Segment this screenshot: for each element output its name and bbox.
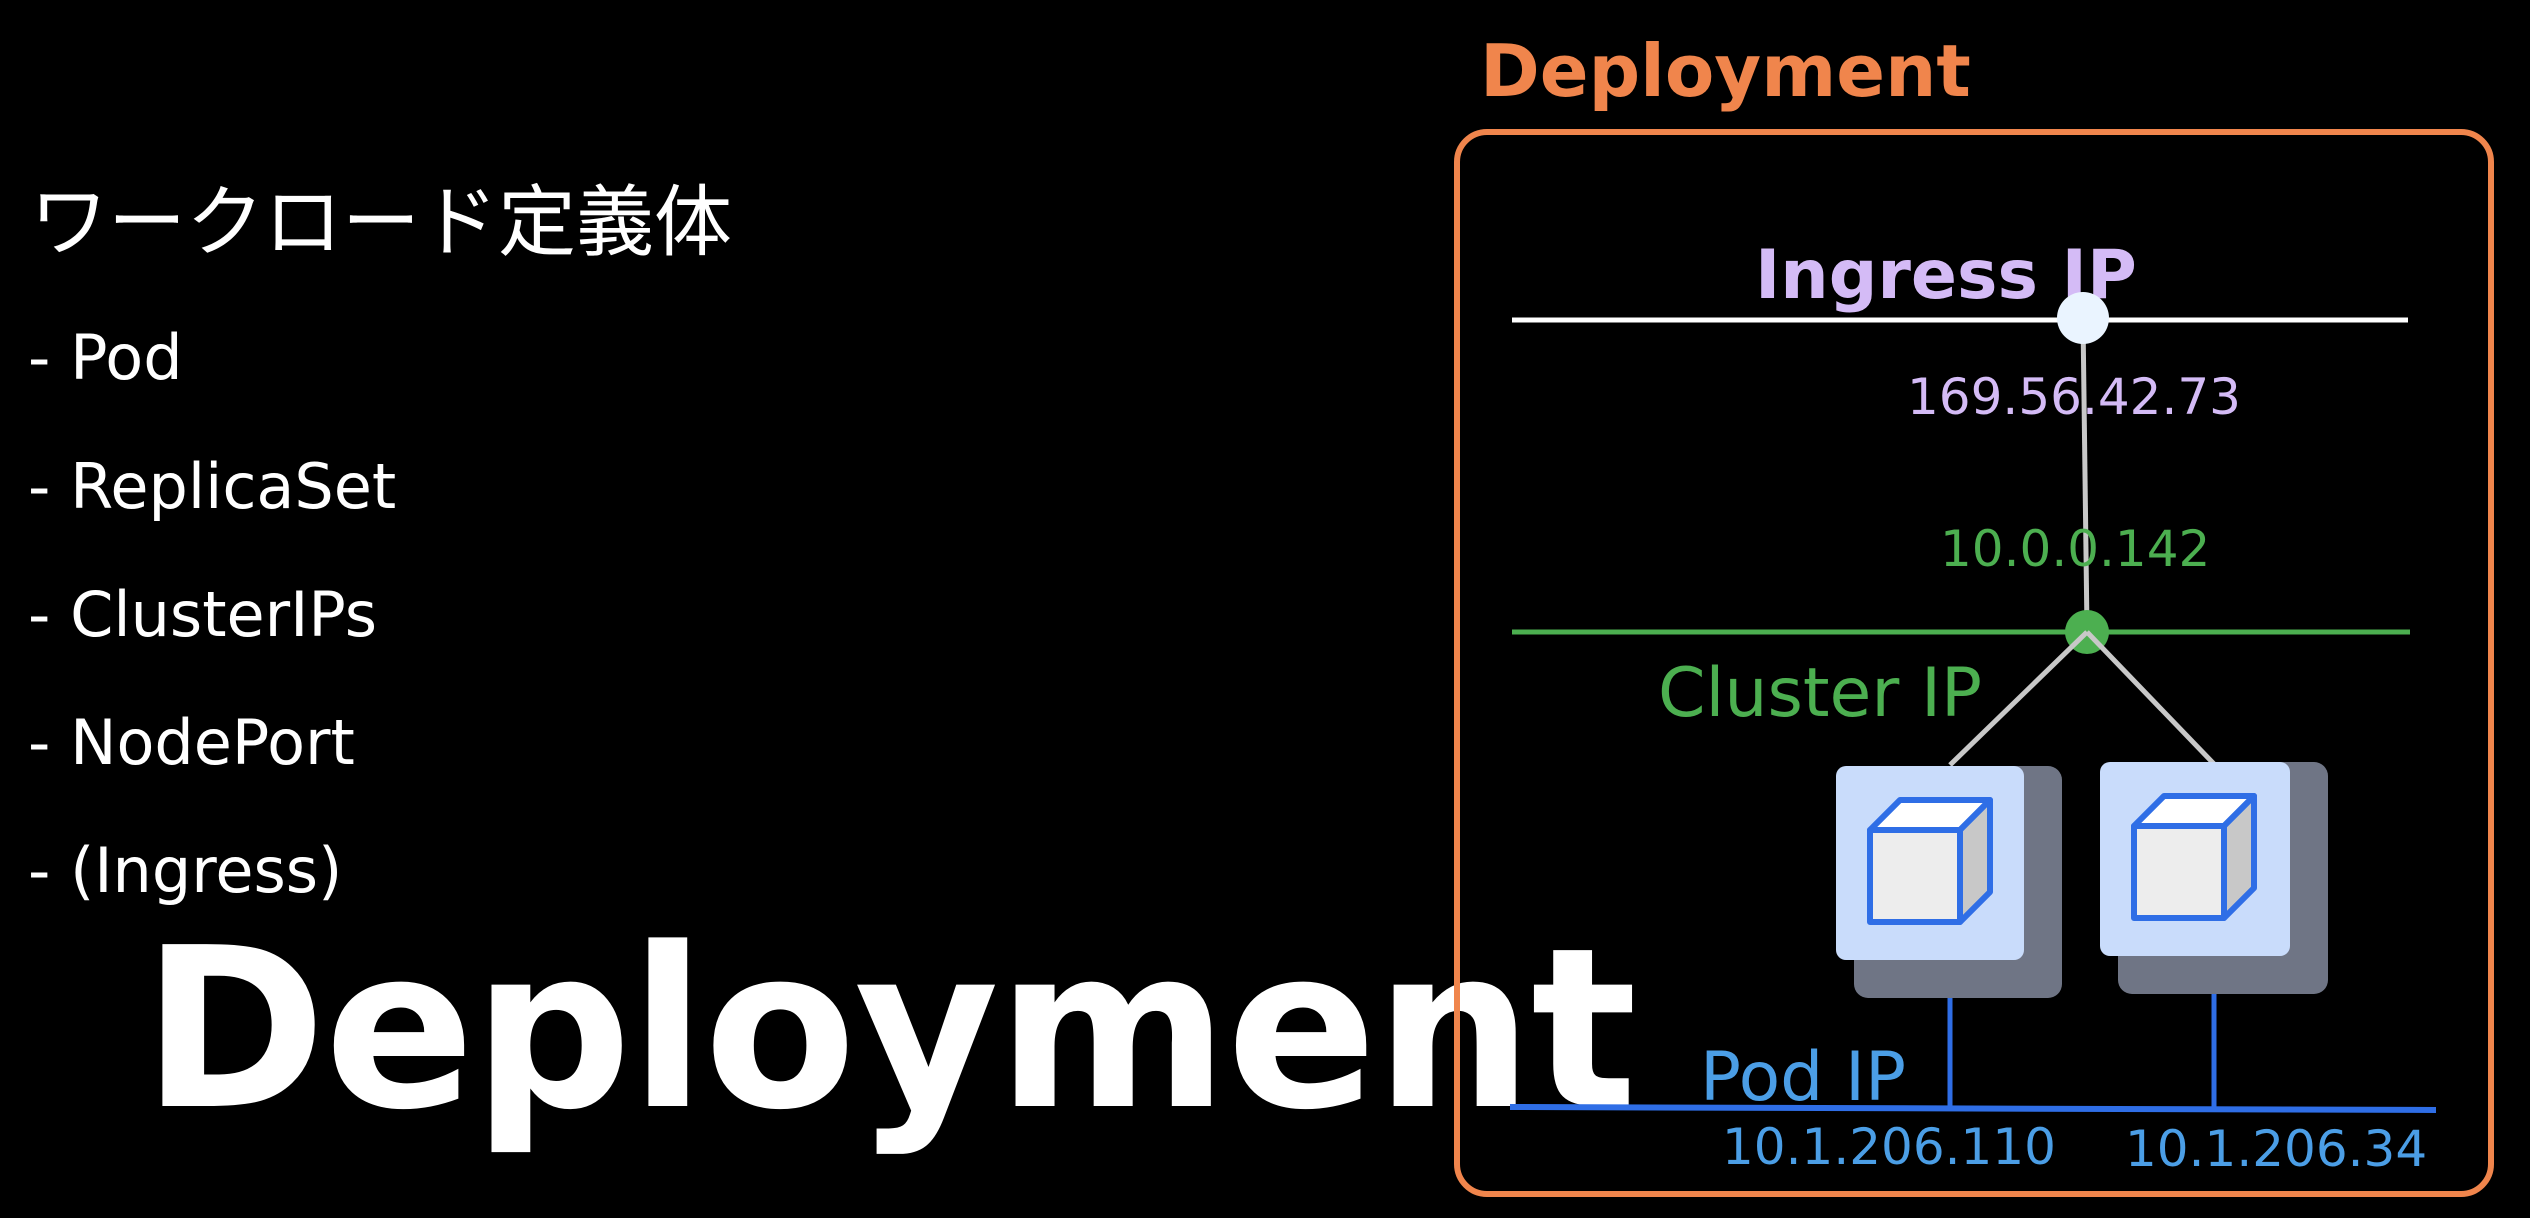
cluster-pod-connector-left xyxy=(1948,630,2089,767)
deployment-label: Deployment xyxy=(1480,29,1971,113)
pod-2-ip: 10.1.206.34 xyxy=(2125,1120,2427,1178)
ingress-node xyxy=(2057,292,2109,344)
list-item-nodeport: - NodePort xyxy=(28,706,355,779)
pod-1 xyxy=(1836,766,2062,998)
deployment-frame xyxy=(1454,129,2494,1197)
left-panel: ワークロード定義体 - Pod - ReplicaSet - ClusterIP… xyxy=(28,178,1637,1159)
cube-icon xyxy=(2131,793,2257,921)
workload-heading: ワークロード定義体 xyxy=(30,178,733,268)
ingress-ip-value: 169.56.42.73 xyxy=(1907,368,2241,426)
pod-2 xyxy=(2100,762,2328,994)
pod-ip-label: Pod IP xyxy=(1700,1038,1906,1117)
ingress-cluster-connector xyxy=(2080,319,2090,631)
list-item-clusterips: - ClusterIPs xyxy=(28,578,378,651)
cluster-ip-value: 10.0.0.142 xyxy=(1940,520,2210,578)
list-item-pod: - Pod xyxy=(28,321,183,394)
page-title: Deployment xyxy=(142,901,1637,1159)
list-item-ingress: - (Ingress) xyxy=(28,834,343,907)
pod-1-ip: 10.1.206.110 xyxy=(1722,1118,2056,1176)
list-item-replicaset: - ReplicaSet xyxy=(28,450,397,523)
cluster-pod-connector-right xyxy=(2085,630,2217,767)
pod-ip-line xyxy=(1509,1104,2437,1113)
cube-icon xyxy=(1867,797,1993,925)
cluster-ip-label: Cluster IP xyxy=(1658,654,1982,733)
